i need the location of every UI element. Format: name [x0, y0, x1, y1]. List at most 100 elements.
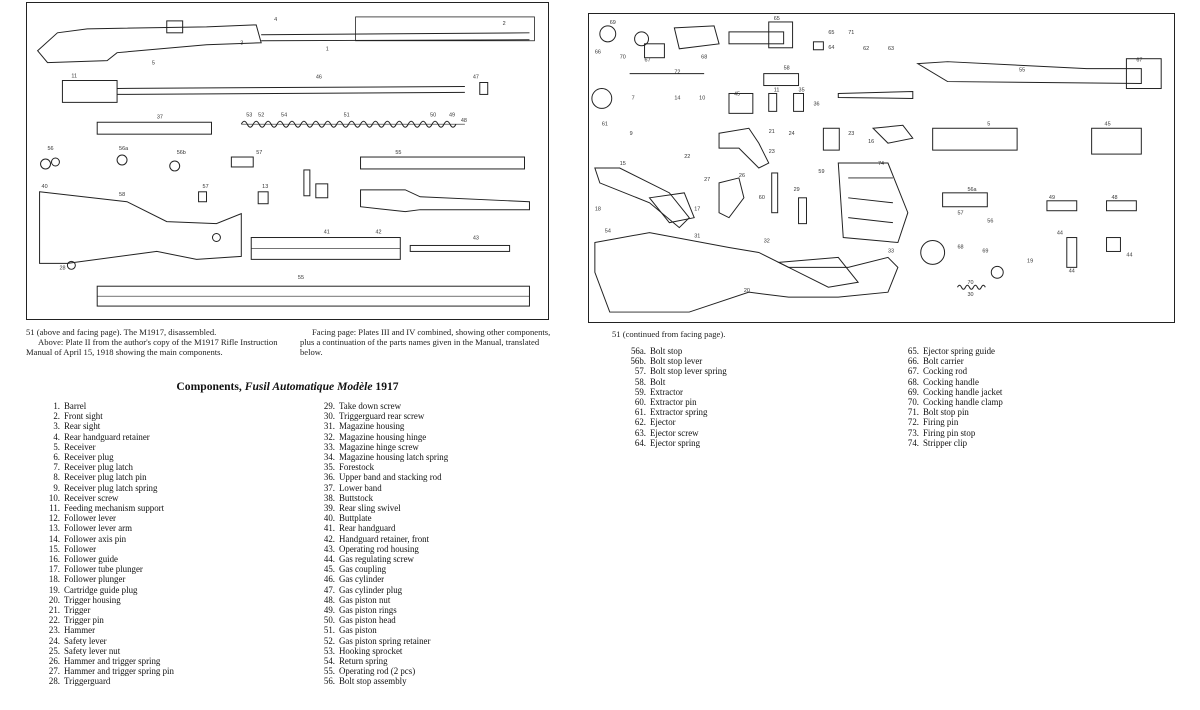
- component-list-item: 12.Follower lever: [40, 513, 174, 523]
- component-list-item: 11.Feeding mechanism support: [40, 503, 174, 513]
- svg-text:31: 31: [694, 234, 700, 240]
- component-list-item: 60.Extractor pin: [620, 397, 727, 407]
- svg-text:32: 32: [764, 239, 770, 245]
- component-list-item: 28.Triggerguard: [40, 676, 174, 686]
- svg-text:51: 51: [344, 112, 350, 118]
- svg-text:44: 44: [1126, 252, 1132, 258]
- component-name: Return spring: [339, 656, 388, 667]
- component-number: 61.: [634, 407, 646, 418]
- component-number: 47.: [323, 584, 335, 595]
- component-list-item: 56.Bolt stop assembly: [308, 676, 448, 686]
- component-list-item: 9.Receiver plug latch spring: [40, 483, 174, 493]
- component-name: Cocking handle clamp: [923, 397, 1003, 408]
- component-number: 72.: [907, 417, 919, 428]
- component-list-item: 25.Safety lever nut: [40, 646, 174, 656]
- component-number: 34.: [323, 452, 335, 463]
- svg-text:70: 70: [967, 280, 973, 286]
- component-list-item: 26.Hammer and trigger spring: [40, 656, 174, 666]
- component-name: Follower plunger: [64, 574, 126, 585]
- component-name: Extractor spring: [650, 407, 708, 418]
- svg-text:45: 45: [1105, 121, 1111, 127]
- component-number: 42.: [323, 533, 335, 544]
- svg-text:42: 42: [375, 230, 381, 236]
- svg-text:46: 46: [316, 75, 322, 81]
- component-list-item: 33. Magazine hinge screw: [308, 442, 448, 452]
- svg-text:44: 44: [1069, 268, 1075, 274]
- component-number: 35.: [323, 462, 335, 473]
- component-name: Buttstock: [339, 492, 374, 503]
- plates-iii-iv-part-numbers: 69 66 70 67 68 65 65 71 64 62 72 63 58 5…: [595, 16, 1143, 298]
- svg-text:33: 33: [888, 248, 894, 254]
- svg-text:1: 1: [326, 47, 329, 53]
- component-number: 51.: [323, 625, 335, 636]
- svg-text:61: 61: [602, 121, 608, 127]
- svg-text:21: 21: [769, 129, 775, 135]
- svg-text:66: 66: [595, 50, 601, 56]
- component-number: 9.: [53, 482, 60, 493]
- svg-text:71: 71: [848, 30, 854, 36]
- svg-text:5: 5: [152, 61, 155, 67]
- component-number: 26.: [48, 656, 60, 667]
- component-number: 48.: [323, 594, 335, 605]
- svg-text:55: 55: [395, 150, 401, 156]
- component-name: Triggerguard: [64, 676, 111, 687]
- components-heading-suffix: 1917: [375, 380, 399, 393]
- components-heading-prefix: Components,: [176, 380, 242, 393]
- svg-text:52: 52: [258, 112, 264, 118]
- svg-text:3: 3: [240, 41, 243, 47]
- component-number: 74.: [907, 437, 919, 448]
- svg-text:54: 54: [281, 112, 287, 118]
- component-name: Receiver screw: [64, 492, 119, 503]
- component-list-item: 19.Cartridge guide plug: [40, 585, 174, 595]
- component-number: 36.: [323, 472, 335, 483]
- component-number: 32.: [323, 431, 335, 442]
- component-number: 5.: [53, 441, 60, 452]
- component-list-item: 37.Lower band: [308, 483, 448, 493]
- svg-text:11: 11: [774, 87, 780, 93]
- component-number: 41.: [323, 523, 335, 534]
- component-number: 56b.: [630, 356, 646, 367]
- component-name: Ejector screw: [650, 427, 699, 438]
- component-list-item: 73.Firing pin stop: [892, 428, 1003, 438]
- svg-text:15: 15: [620, 161, 626, 167]
- svg-text:63: 63: [888, 46, 894, 52]
- svg-text:9: 9: [630, 131, 633, 137]
- component-number: 14.: [48, 533, 60, 544]
- svg-text:69: 69: [610, 20, 616, 26]
- component-number: 54.: [323, 656, 335, 667]
- component-number: 6.: [53, 452, 60, 463]
- component-name: Rear handguard: [339, 523, 396, 534]
- component-name: Safety lever nut: [64, 645, 121, 656]
- component-list-item: 18.Follower plunger: [40, 574, 174, 584]
- component-list-item: 22.Trigger pin: [40, 615, 174, 625]
- caption-line: Above: Plate II from the author's copy o…: [26, 337, 278, 358]
- component-number: 46.: [323, 574, 335, 585]
- component-list-item: 62.Ejector: [620, 417, 727, 427]
- component-list-item: 56b.Bolt stop lever: [620, 356, 727, 366]
- component-list-item: 71.Bolt stop pin: [892, 407, 1003, 417]
- component-name: Magazine housing: [339, 421, 405, 432]
- component-number: 33.: [323, 441, 335, 452]
- component-number: 2.: [53, 411, 60, 422]
- svg-text:20: 20: [744, 288, 750, 294]
- svg-text:43: 43: [473, 236, 479, 242]
- svg-text:48: 48: [1112, 195, 1118, 201]
- component-number: 27.: [48, 666, 60, 677]
- component-list-item: 52.Gas piston spring retainer: [308, 636, 448, 646]
- svg-text:65: 65: [828, 30, 834, 36]
- component-name: Cartridge guide plug: [64, 584, 138, 595]
- component-name: Operating rod (2 pcs): [339, 666, 416, 677]
- component-name: Magazine hinge screw: [339, 441, 419, 452]
- component-number: 4.: [53, 431, 60, 442]
- component-list-item: 70.Cocking handle clamp: [892, 397, 1003, 407]
- component-number: 8.: [53, 472, 60, 483]
- component-list-item: 16.Follower guide: [40, 554, 174, 564]
- component-name: Cocking rod: [923, 366, 968, 377]
- component-number: 43.: [323, 543, 335, 554]
- component-number: 56a.: [630, 346, 646, 356]
- svg-text:5: 5: [987, 121, 990, 127]
- component-list-item: 24.Safety lever: [40, 636, 174, 646]
- component-name: Take down screw: [339, 401, 401, 411]
- component-name: Barrel: [64, 401, 87, 411]
